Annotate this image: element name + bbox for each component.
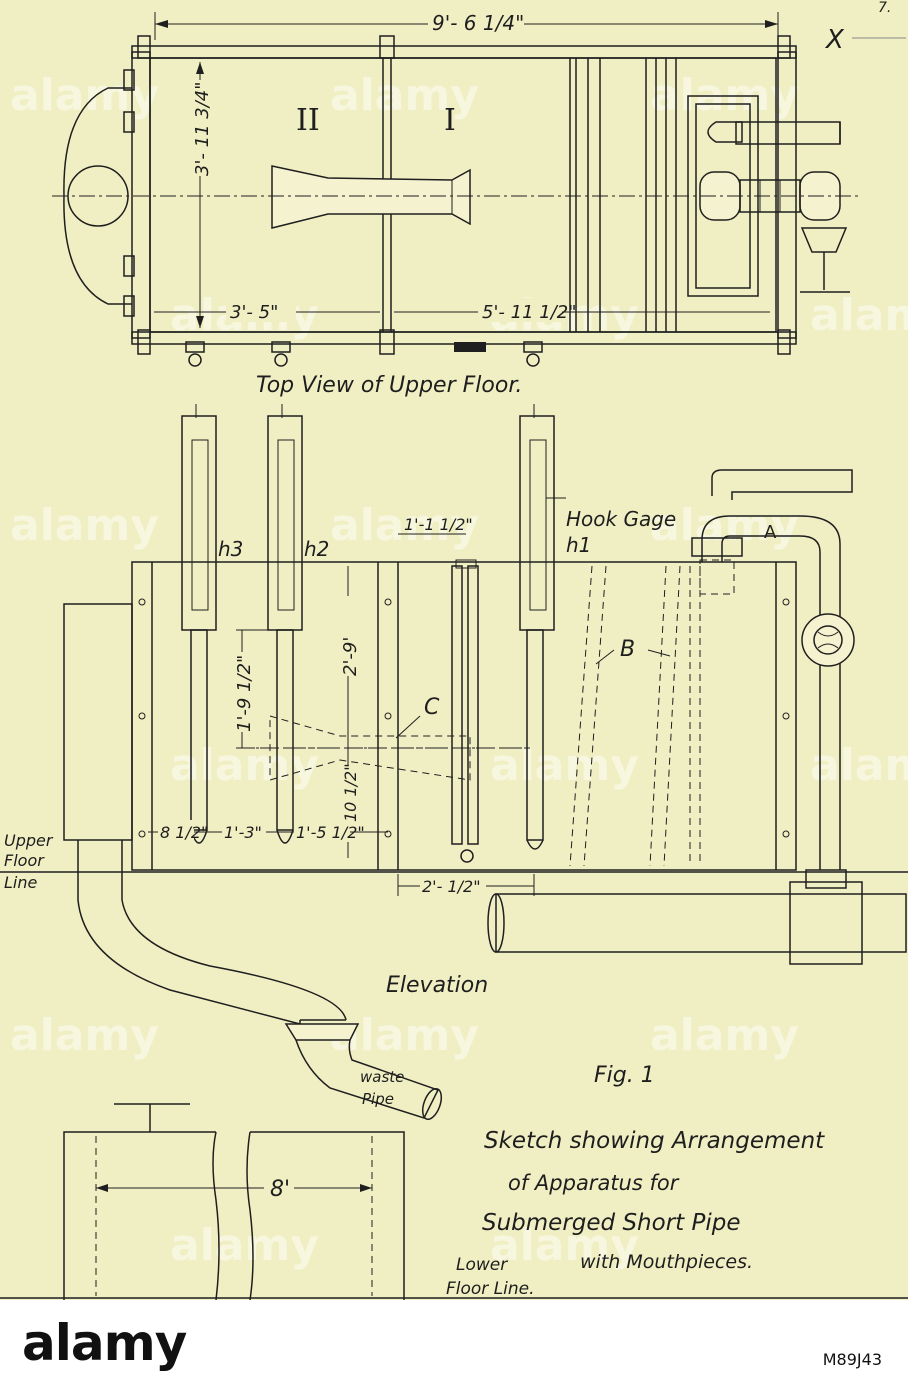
corner-mark: X (824, 25, 845, 55)
gage-h1-label: h1 (566, 533, 591, 557)
label-b: B (620, 637, 635, 662)
gage-h3-label: h3 (218, 537, 243, 561)
chamber-2-label: II (296, 103, 320, 138)
lower-tank: 8' Lower Floor Line. (0, 1103, 908, 1301)
dim-bottom: 2'- 1/2" (422, 877, 481, 896)
svg-text:alamy: alamy (810, 290, 908, 341)
title-line-2: of Apparatus for (508, 1171, 680, 1195)
waste-pipe-label-1: waste (360, 1068, 404, 1086)
dim-axis: 1'-9 1/2" (234, 655, 255, 732)
watermark: alamy alamy alamy alamy alamy alamy alamy ala… (10, 70, 908, 1271)
svg-text:alamy: alamy (810, 740, 908, 791)
upper-floor-line-2: Floor (4, 851, 45, 870)
gage-h2-label: h2 (304, 537, 329, 561)
dim-b: 1'-3" (224, 823, 262, 842)
title-line-3: Submerged Short Pipe (482, 1210, 741, 1236)
width-dim: 3'- 11 3/4" (192, 82, 213, 177)
svg-text:alamy: alamy (10, 70, 159, 121)
hook-gage-label: Hook Gage (566, 507, 676, 531)
waste-pipe-label-2: Pipe (362, 1090, 394, 1108)
right-section-dim: 5'- 11 1/2" (482, 302, 577, 323)
figure-title-block: Fig. 1 Sketch showing Arrangement of App… (482, 1063, 825, 1273)
left-section-dim: 3'- 5" (230, 302, 278, 323)
elevation-view: h3 h2 Hook Gage h1 B A (0, 404, 908, 1121)
svg-text:alamy: alamy (490, 1220, 639, 1271)
lower-floor-line-1: Lower (456, 1255, 508, 1275)
hook-gage-h1 (519, 404, 555, 850)
page-number: 7. (878, 0, 891, 16)
svg-text:alamy: alamy (650, 1010, 799, 1061)
svg-text:alamy: alamy (170, 1220, 319, 1271)
hook-gage-h2 (267, 404, 303, 844)
svg-text:alamy: alamy (330, 70, 479, 121)
title-line-4: with Mouthpieces. (580, 1251, 753, 1273)
dim-height: 2'-9' (340, 637, 361, 676)
svg-text:alamy: alamy (170, 740, 319, 791)
label-a: A (764, 522, 777, 543)
fig-label: Fig. 1 (594, 1063, 655, 1088)
title-line-1: Sketch showing Arrangement (484, 1128, 825, 1154)
svg-text:alamy: alamy (330, 1010, 479, 1061)
overall-length-dim: 9'- 6 1/4" (432, 11, 524, 35)
upper-floor-line-1: Upper (4, 831, 54, 850)
lower-tank-dim: 8' (270, 1177, 290, 1202)
dim-a: 8 1/2" (160, 823, 208, 842)
top-view-caption: Top View of Upper Floor. (256, 373, 522, 398)
elevation-caption: Elevation (386, 973, 488, 998)
chamber-1-label: I (444, 103, 456, 138)
hook-gage-h3 (181, 404, 217, 844)
image-id: M89J43 (822, 1350, 882, 1369)
label-c: C (424, 695, 440, 720)
dim-top: 1'-1 1/2" (404, 515, 473, 534)
stock-footer: alamy M89J43 (0, 1300, 908, 1390)
lower-floor-line-2: Floor Line. (446, 1279, 535, 1299)
dim-low: 10 1/2" (341, 763, 360, 822)
svg-text:alamy: alamy (10, 500, 159, 551)
svg-text:alamy: alamy (10, 1010, 159, 1061)
svg-text:alamy: alamy (650, 500, 799, 551)
svg-text:alamy: alamy (330, 500, 479, 551)
dim-c: 1'-5 1/2" (296, 823, 365, 842)
stock-logo: alamy (22, 1314, 187, 1372)
upper-floor-line-3: Line (4, 873, 38, 892)
top-view: 9'- 6 1/4" (52, 8, 860, 398)
